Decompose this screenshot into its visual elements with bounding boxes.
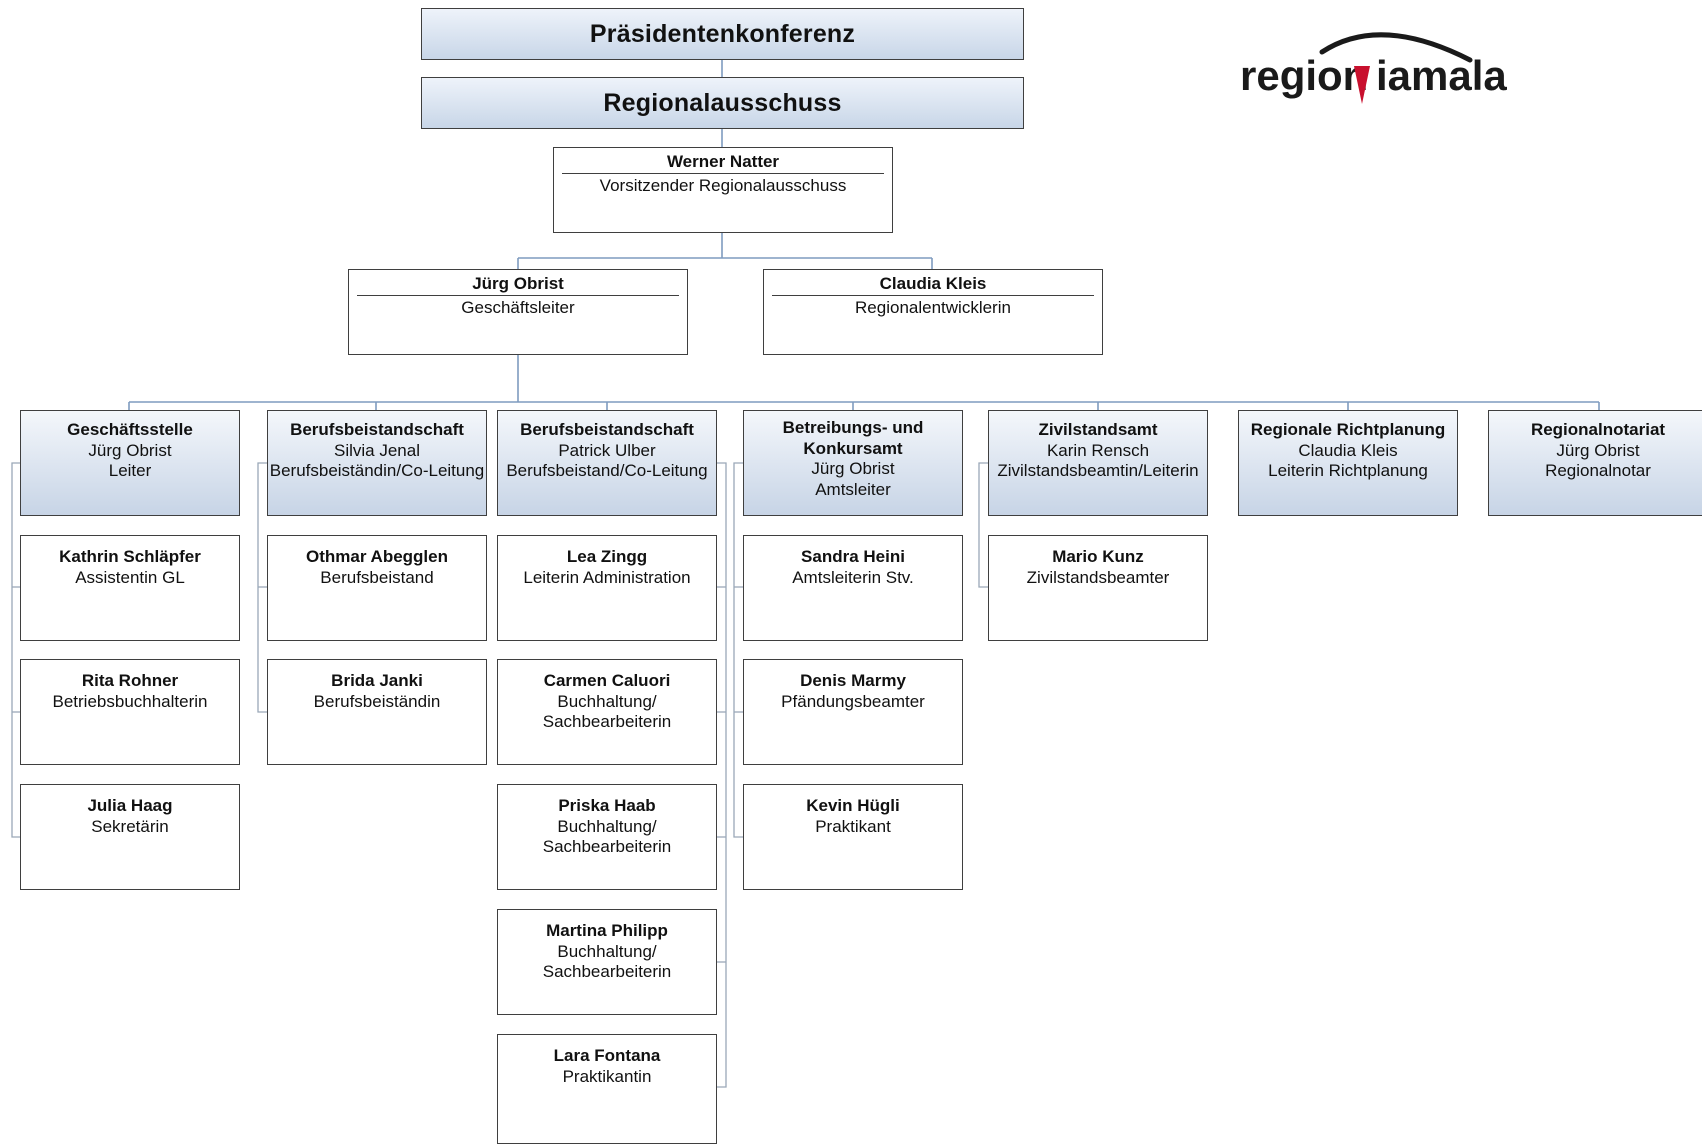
person-role-line-2: Sachbearbeiterin — [542, 962, 672, 981]
member-box: Brida Janki Berufsbeiständin — [267, 659, 487, 765]
department-head-zivilstandsamt: Zivilstandsamt Karin Rensch Zivilstandsb… — [988, 410, 1208, 516]
person-role: Berufsbeistand/Co-Leitung — [506, 461, 708, 480]
person-role: Assistentin GL — [75, 567, 185, 587]
banner-label: Regionalausschuss — [603, 88, 842, 117]
person-role: Pfändungsbeamter — [781, 691, 925, 711]
logo-v-mark — [1354, 66, 1370, 104]
person-role: Betriebsbuchhalterin — [52, 691, 208, 711]
banner-regionalausschuss: Regionalausschuss — [421, 77, 1024, 129]
person-role: Amtsleiter — [815, 479, 891, 499]
logo-text-viamala: iamala — [1376, 52, 1507, 99]
member-box: Mario Kunz Zivilstandsbeamter — [988, 535, 1208, 641]
logo-arc — [1319, 32, 1473, 63]
regionviamala-logo: region iamala — [1240, 32, 1507, 104]
department-name: Regionale Richtplanung — [1250, 420, 1446, 439]
person-role: Buchhaltung/ — [557, 816, 657, 836]
person-name: Lea Zingg — [566, 547, 648, 566]
member-box: Lea Zingg Leiterin Administration — [497, 535, 717, 641]
member-box: Kathrin Schläpfer Assistentin GL — [20, 535, 240, 641]
person-role: Regionalnotar — [1545, 461, 1651, 480]
person-name: Jürg Obrist — [472, 274, 564, 293]
member-box: Othmar Abegglen Berufsbeistand — [267, 535, 487, 641]
person-role: Berufsbeiständin/Co-Leitung — [269, 461, 485, 480]
member-box: Sandra Heini Amtsleiterin Stv. — [743, 535, 963, 641]
department-name: Berufsbeistandschaft — [520, 420, 694, 439]
name-divider — [562, 173, 884, 174]
department-head-berufsbeistandschaft-1: Berufsbeistandschaft Silvia Jenal Berufs… — [267, 410, 487, 516]
person-name: Brida Janki — [331, 671, 423, 690]
member-box: Lara Fontana Praktikantin — [497, 1034, 717, 1144]
person-role: Sekretärin — [91, 816, 169, 836]
person-name: Jürg Obrist — [811, 459, 895, 478]
logo-text-region: region — [1240, 52, 1368, 99]
person-role: Geschäftsleiter — [461, 298, 575, 317]
banner-praesidentenkonferenz: Präsidentenkonferenz — [421, 8, 1024, 60]
management-box-regionalentwicklerin: Claudia Kleis Regionalentwicklerin — [763, 269, 1103, 355]
person-name: Carmen Caluori — [543, 671, 671, 690]
department-name: Betreibungs- und Konkursamt — [782, 418, 924, 458]
person-name: Rita Rohner — [81, 671, 179, 690]
person-name: Kathrin Schläpfer — [59, 547, 201, 566]
person-name: Kevin Hügli — [806, 796, 900, 815]
department-head-berufsbeistandschaft-2: Berufsbeistandschaft Patrick Ulber Beruf… — [497, 410, 717, 516]
member-box: Martina Philipp Buchhaltung/ Sachbearbei… — [497, 909, 717, 1015]
person-name: Priska Haab — [558, 796, 656, 815]
department-name: Regionalnotariat — [1530, 420, 1666, 439]
member-box: Julia Haag Sekretärin — [20, 784, 240, 890]
person-role: Amtsleiterin Stv. — [792, 567, 914, 587]
member-box: Priska Haab Buchhaltung/ Sachbearbeiteri… — [497, 784, 717, 890]
person-name: Werner Natter — [666, 152, 780, 171]
person-name: Patrick Ulber — [558, 440, 656, 460]
person-role: Buchhaltung/ — [557, 941, 657, 961]
person-name: Martina Philipp — [546, 921, 668, 940]
person-name: Lara Fontana — [553, 1046, 661, 1065]
management-box-geschaeftsleiter: Jürg Obrist Geschäftsleiter — [348, 269, 688, 355]
person-role: Praktikantin — [562, 1066, 652, 1086]
department-name: Berufsbeistandschaft — [290, 420, 464, 439]
person-name: Denis Marmy — [800, 671, 906, 690]
name-divider — [772, 295, 1094, 296]
person-name: Othmar Abegglen — [306, 547, 448, 566]
person-name: Karin Rensch — [1046, 440, 1150, 460]
person-role-line-2: Sachbearbeiterin — [542, 837, 672, 856]
person-role: Vorsitzender Regionalausschuss — [599, 176, 847, 195]
person-role: Zivilstandsbeamter — [1026, 567, 1170, 587]
person-name: Sandra Heini — [801, 547, 905, 566]
department-name: Geschäftsstelle — [67, 420, 193, 439]
person-role: Leiterin Administration — [523, 567, 691, 587]
name-divider — [357, 295, 679, 296]
person-role: Leiter — [108, 461, 152, 480]
person-role: Praktikant — [815, 816, 891, 836]
department-head-richtplanung: Regionale Richtplanung Claudia Kleis Lei… — [1238, 410, 1458, 516]
member-box: Kevin Hügli Praktikant — [743, 784, 963, 890]
person-name: Jürg Obrist — [1556, 440, 1640, 460]
person-role-line-2: Sachbearbeiterin — [542, 712, 672, 731]
department-head-betreibungsamt: Betreibungs- und Konkursamt Jürg Obrist … — [743, 410, 963, 516]
person-role: Buchhaltung/ — [557, 691, 657, 711]
person-role: Berufsbeiständin — [313, 691, 441, 711]
member-box: Carmen Caluori Buchhaltung/ Sachbearbeit… — [497, 659, 717, 765]
person-name: Julia Haag — [87, 796, 173, 815]
department-head-regionalnotariat: Regionalnotariat Jürg Obrist Regionalnot… — [1488, 410, 1702, 516]
person-role: Berufsbeistand — [320, 567, 434, 587]
member-box: Denis Marmy Pfändungsbeamter — [743, 659, 963, 765]
person-role: Regionalentwicklerin — [855, 298, 1011, 317]
person-name: Claudia Kleis — [1298, 440, 1398, 460]
department-head-geschaeftsstelle: Geschäftsstelle Jürg Obrist Leiter — [20, 410, 240, 516]
person-name: Silvia Jenal — [334, 440, 420, 460]
department-name: Zivilstandsamt — [1038, 420, 1158, 439]
person-role: Leiterin Richtplanung — [1268, 461, 1428, 480]
person-name: Jürg Obrist — [88, 440, 172, 460]
chair-box: Werner Natter Vorsitzender Regionalaussc… — [553, 147, 893, 233]
person-name: Mario Kunz — [1052, 547, 1144, 566]
person-role: Zivilstandsbeamtin/Leiterin — [997, 461, 1199, 480]
member-box: Rita Rohner Betriebsbuchhalterin — [20, 659, 240, 765]
banner-label: Präsidentenkonferenz — [589, 19, 856, 48]
person-name: Claudia Kleis — [879, 274, 987, 293]
